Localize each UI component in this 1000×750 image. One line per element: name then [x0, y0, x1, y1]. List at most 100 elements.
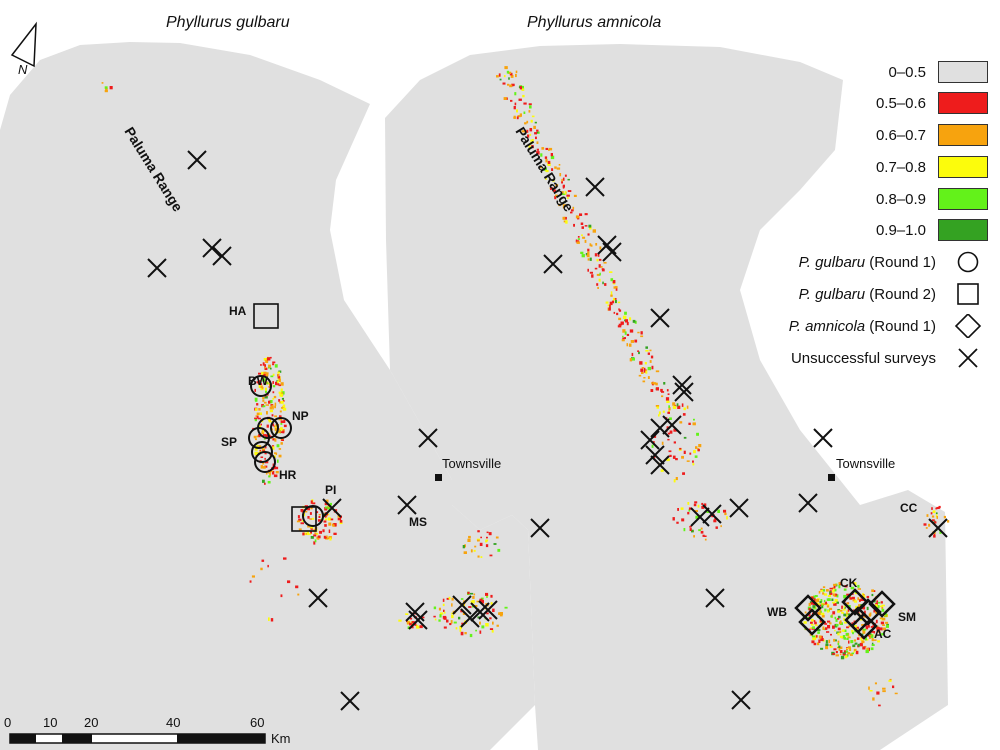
suitability-patch	[543, 167, 547, 171]
suitability-patch	[507, 83, 510, 86]
suitability-patch	[328, 529, 331, 533]
suitability-patch	[567, 190, 572, 192]
suitability-patch	[874, 682, 877, 685]
unsuccessful-survey-cross-icon	[397, 495, 417, 515]
suitability-patch	[564, 191, 567, 195]
suitability-patch	[266, 411, 268, 415]
suitability-patch	[667, 411, 670, 414]
suitability-patch	[260, 385, 263, 389]
suitability-patch	[610, 278, 614, 282]
suitability-patch	[325, 506, 327, 509]
suitability-patch	[274, 402, 277, 406]
suitability-patch	[268, 386, 271, 388]
suitability-patch	[272, 391, 275, 394]
suitability-patch	[264, 460, 269, 464]
suitability-patch	[552, 179, 555, 182]
suitability-patch	[827, 595, 832, 598]
suitability-patch	[853, 648, 857, 651]
suitability-patch	[272, 381, 274, 384]
suitability-patch	[871, 593, 874, 597]
suitability-patch	[703, 503, 707, 507]
unsuccessful-survey-cross-icon	[322, 498, 342, 518]
suitability-patch	[450, 620, 453, 624]
suitability-patch	[581, 234, 583, 237]
suitability-patch	[857, 588, 861, 590]
suitability-patch	[278, 454, 282, 458]
suitability-patch	[545, 178, 547, 180]
suitability-patch	[536, 141, 539, 144]
suitability-patch	[479, 621, 481, 625]
suitability-patch	[933, 532, 936, 536]
suitability-patch	[833, 648, 837, 651]
suitability-patch	[838, 648, 841, 651]
suitability-patch	[835, 618, 838, 622]
suitability-patch	[283, 557, 287, 560]
suitability-patch	[865, 649, 869, 654]
suitability-patch	[723, 509, 727, 513]
panel-title-left: Phyllurus gulbaru	[166, 14, 290, 31]
suitability-patch	[869, 690, 873, 692]
suitability-patch	[818, 635, 822, 639]
suitability-patch	[804, 611, 807, 614]
unsuccessful-survey-cross-icon	[690, 507, 710, 527]
suitability-patch	[715, 526, 718, 529]
suitability-patch	[451, 612, 454, 615]
suitability-patch	[817, 629, 821, 632]
suitability-patch	[818, 639, 821, 643]
suitability-patch	[689, 525, 692, 528]
suitability-patch	[820, 638, 824, 642]
suitability-patch	[329, 503, 332, 506]
suitability-patch	[479, 542, 483, 546]
suitability-patch	[857, 584, 860, 588]
town-label-right: Townsville	[836, 456, 896, 471]
suitability-patch	[864, 610, 866, 615]
suitability-patch	[477, 616, 481, 619]
suitability-patch	[849, 648, 852, 651]
suitability-patch	[837, 632, 840, 636]
suitability-patch	[262, 479, 265, 483]
suitability-patch	[673, 428, 677, 432]
suitability-patch	[829, 592, 833, 595]
suitability-patch	[463, 551, 467, 554]
suitability-patch	[861, 624, 865, 626]
north-label: N	[18, 62, 28, 77]
suitability-patch	[815, 624, 818, 627]
suitability-patch	[451, 614, 454, 619]
suitability-patch	[265, 404, 269, 406]
suitability-patch	[278, 378, 281, 382]
suitability-patch	[692, 463, 695, 466]
suitability-patch	[658, 414, 660, 417]
suitability-patch	[622, 335, 624, 338]
suitability-patch	[846, 647, 849, 650]
suitability-patch	[647, 352, 650, 355]
suitability-patch	[260, 456, 264, 458]
unsuccessful-survey-cross-icon	[928, 518, 948, 538]
suitability-patch	[265, 373, 269, 377]
suitability-patch	[438, 619, 441, 622]
suitability-patch	[858, 604, 861, 607]
suitability-patch	[278, 399, 281, 402]
suitability-patch	[571, 209, 574, 212]
suitability-patch	[580, 222, 584, 225]
suitability-patch	[626, 321, 629, 326]
suitability-patch	[587, 258, 590, 261]
suitability-patch	[616, 312, 619, 316]
suitability-patch	[504, 66, 508, 70]
suitability-patch	[871, 589, 874, 592]
suitability-patch	[271, 404, 274, 409]
suitability-patch	[826, 605, 830, 608]
suitability-patch	[854, 582, 857, 586]
suitability-patch	[692, 460, 694, 463]
suitability-patch	[876, 626, 880, 631]
suitability-patch	[835, 593, 838, 596]
suitability-patch	[101, 82, 104, 84]
suitability-patch	[529, 105, 532, 109]
suitability-patch	[558, 203, 561, 207]
suitability-patch	[669, 430, 673, 434]
suitability-patch	[274, 438, 277, 442]
legend-round: (Round 1)	[865, 253, 936, 271]
suitability-patch	[256, 412, 260, 416]
suitability-patch	[661, 391, 665, 393]
suitability-patch	[846, 626, 849, 629]
suitability-patch	[328, 522, 332, 526]
